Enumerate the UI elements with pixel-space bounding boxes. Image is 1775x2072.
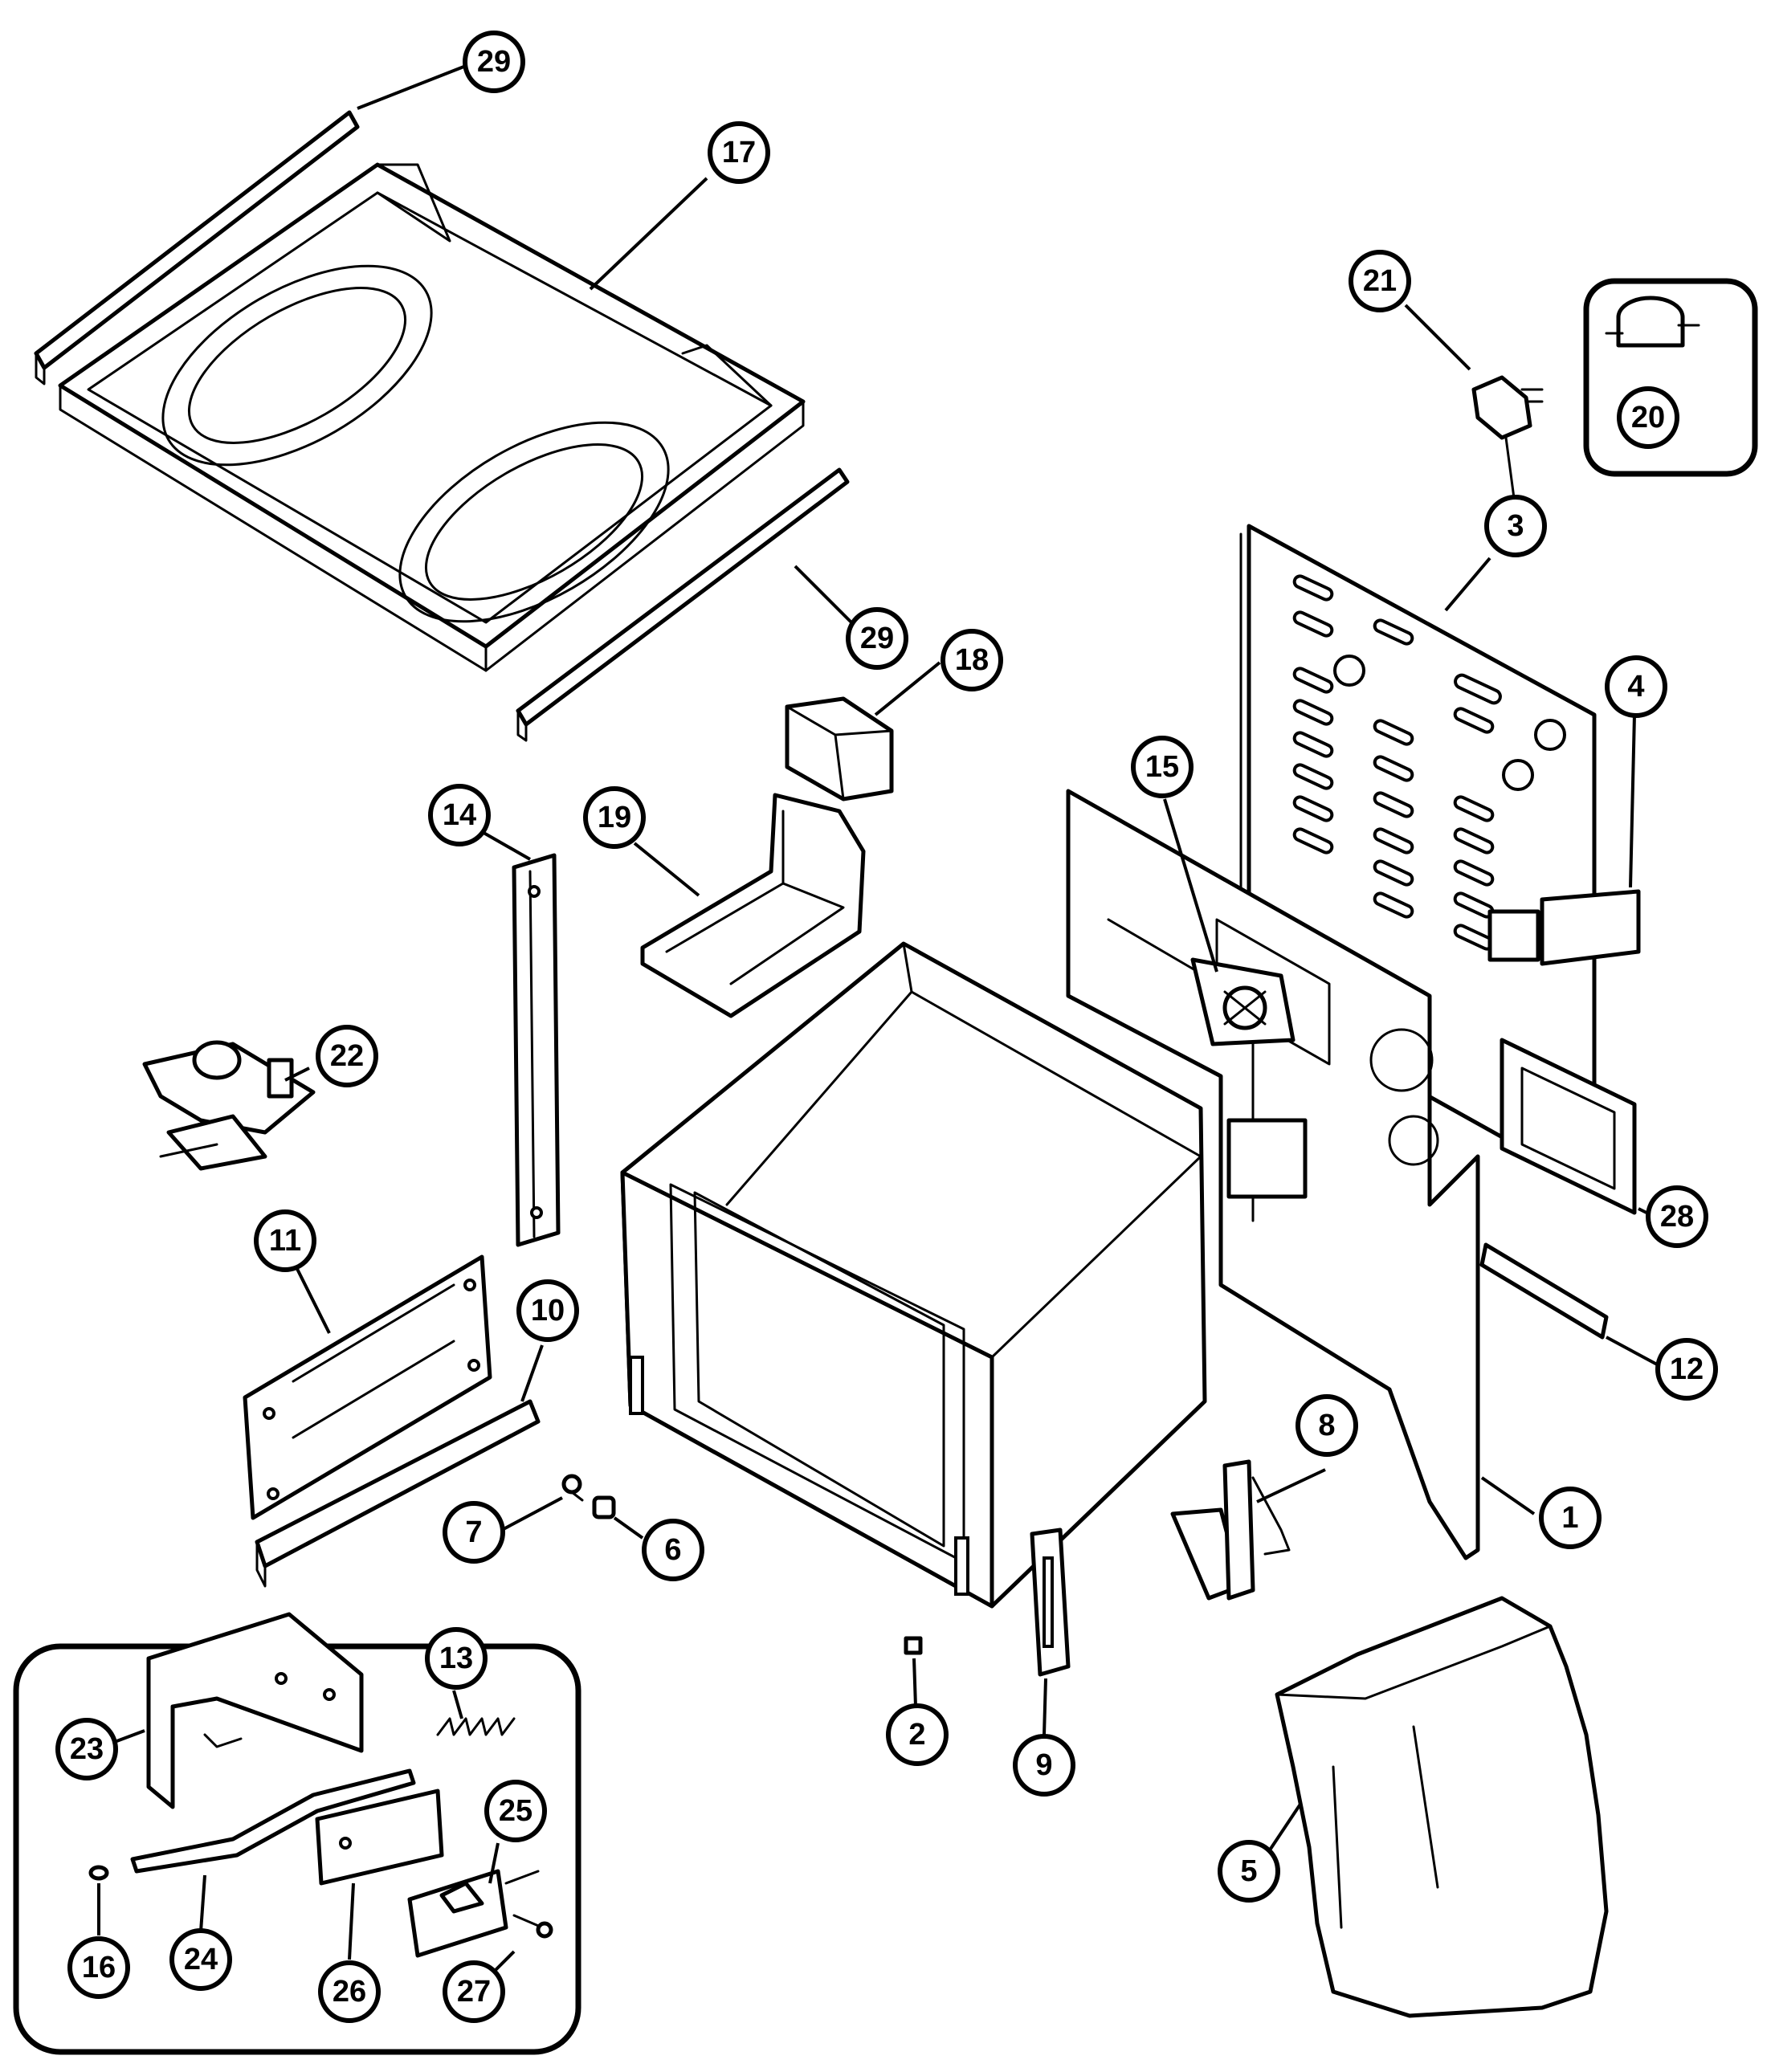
part-14-vertical-trim xyxy=(512,853,561,1247)
svg-text:18: 18 xyxy=(955,643,989,677)
svg-text:2: 2 xyxy=(908,1718,925,1752)
callout-6: 6 xyxy=(642,1519,704,1581)
svg-text:3: 3 xyxy=(1507,509,1524,543)
part-4-shield xyxy=(1540,889,1641,966)
callout-7: 7 xyxy=(443,1501,505,1564)
part-16-clip xyxy=(88,1865,109,1881)
callout-5: 5 xyxy=(1218,1840,1280,1903)
part-27-screw xyxy=(512,1914,553,1939)
svg-text:9: 9 xyxy=(1035,1748,1052,1782)
part-28-vent-frame xyxy=(1500,1038,1637,1215)
svg-text:14: 14 xyxy=(443,798,476,832)
part-13-spring xyxy=(436,1717,516,1736)
part-11-panel-bracket xyxy=(243,1254,492,1520)
svg-text:17: 17 xyxy=(722,136,756,169)
svg-text:13: 13 xyxy=(439,1642,473,1675)
callout-29-upper: 29 xyxy=(463,31,525,93)
callout-24: 24 xyxy=(169,1928,232,1991)
part-12-bottom-rail xyxy=(1479,1242,1609,1340)
oven-cavity xyxy=(620,941,1207,1609)
part-24-latch-rod xyxy=(130,1768,416,1874)
callout-26: 26 xyxy=(318,1960,381,2023)
callout-16: 16 xyxy=(67,1936,130,1999)
svg-text:7: 7 xyxy=(465,1515,482,1549)
callout-13: 13 xyxy=(425,1627,488,1690)
part-6-clip xyxy=(592,1495,616,1519)
svg-text:16: 16 xyxy=(82,1951,116,1984)
callout-18: 18 xyxy=(941,629,1003,691)
svg-text:5: 5 xyxy=(1240,1854,1257,1888)
svg-text:19: 19 xyxy=(598,801,631,834)
part-8-door-hinge xyxy=(1170,1459,1291,1601)
callout-22: 22 xyxy=(316,1025,378,1087)
part-19-vent-elbow xyxy=(640,793,866,1018)
svg-text:6: 6 xyxy=(664,1533,681,1567)
svg-text:24: 24 xyxy=(184,1943,218,1976)
part-29-rail-upper xyxy=(34,110,360,385)
svg-text:15: 15 xyxy=(1145,750,1179,784)
svg-text:22: 22 xyxy=(330,1039,364,1073)
callout-29-lower: 29 xyxy=(846,607,908,670)
svg-text:29: 29 xyxy=(860,622,894,655)
part-10-angle-trim xyxy=(255,1399,541,1588)
callout-17: 17 xyxy=(708,121,770,184)
svg-text:4: 4 xyxy=(1627,670,1644,704)
svg-text:12: 12 xyxy=(1670,1352,1704,1386)
svg-text:26: 26 xyxy=(333,1975,366,2009)
callout-8: 8 xyxy=(1296,1394,1358,1457)
callout-12: 12 xyxy=(1655,1338,1718,1401)
part-18-vent-duct xyxy=(785,696,894,801)
part-20-inset xyxy=(1583,278,1758,477)
part-22-latch-assembly xyxy=(142,1040,316,1171)
svg-text:20: 20 xyxy=(1631,401,1665,434)
svg-text:27: 27 xyxy=(457,1975,491,2009)
part-9-hinge-receiver xyxy=(1030,1527,1071,1677)
part-26-plate xyxy=(315,1789,444,1886)
callout-1: 1 xyxy=(1539,1487,1602,1549)
callout-3: 3 xyxy=(1484,495,1547,557)
callout-21: 21 xyxy=(1349,250,1411,312)
callout-2: 2 xyxy=(886,1703,949,1766)
callout-27: 27 xyxy=(443,1960,505,2023)
svg-text:29: 29 xyxy=(477,45,511,79)
svg-text:1: 1 xyxy=(1561,1501,1578,1535)
callout-11: 11 xyxy=(254,1209,316,1272)
callout-25: 25 xyxy=(484,1780,547,1842)
callout-19: 19 xyxy=(583,786,646,849)
callout-14: 14 xyxy=(428,784,491,846)
callout-4: 4 xyxy=(1605,655,1667,718)
part-1-side-panel xyxy=(1066,789,1480,1560)
svg-text:8: 8 xyxy=(1318,1409,1335,1442)
callout-15: 15 xyxy=(1131,736,1194,798)
part-17-top-tray xyxy=(58,162,806,672)
callout-10: 10 xyxy=(516,1279,579,1342)
svg-text:25: 25 xyxy=(499,1794,532,1828)
svg-text:23: 23 xyxy=(70,1732,104,1766)
callout-23: 23 xyxy=(55,1718,118,1780)
svg-text:21: 21 xyxy=(1363,264,1397,298)
callout-9: 9 xyxy=(1013,1734,1075,1797)
part-25-switch xyxy=(407,1869,540,1958)
part-21-power-plug xyxy=(1471,375,1544,500)
part-5-insulation xyxy=(1275,1596,1609,2018)
svg-text:10: 10 xyxy=(531,1294,565,1328)
part-29-rail-lower xyxy=(516,467,850,742)
part-15-fan-motor xyxy=(1190,957,1296,1046)
callout-28: 28 xyxy=(1646,1185,1708,1248)
part-23-bracket xyxy=(146,1612,364,1809)
svg-text:11: 11 xyxy=(269,1224,301,1258)
part-2-screw xyxy=(904,1636,923,1655)
part-7-screw xyxy=(561,1474,584,1502)
leader-lines xyxy=(97,64,1659,1973)
svg-text:28: 28 xyxy=(1660,1200,1694,1234)
callout-20: 20 xyxy=(1617,386,1679,449)
